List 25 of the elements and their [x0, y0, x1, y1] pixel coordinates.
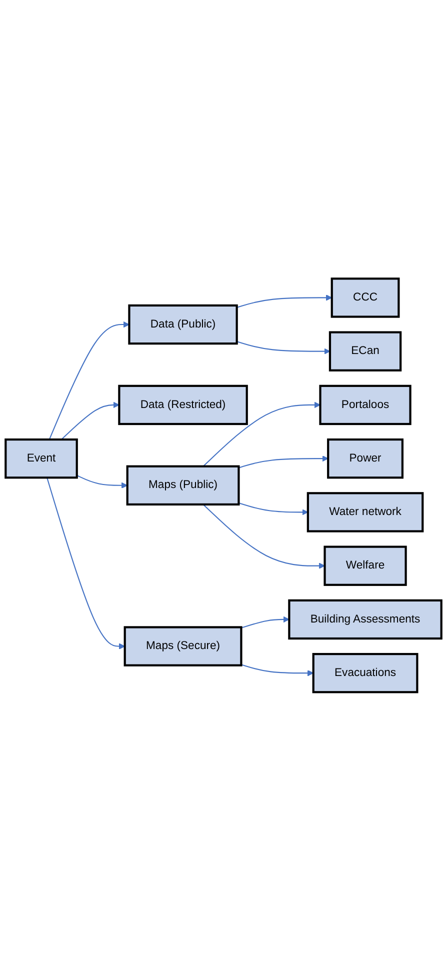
- node-box: CCC: [330, 278, 400, 318]
- node-box: ECan: [328, 331, 402, 372]
- arrow: [46, 478, 126, 650]
- arrow: [241, 616, 290, 629]
- arrow: [238, 502, 308, 516]
- node-box: Power: [327, 438, 404, 479]
- arrow: [236, 294, 332, 308]
- node-box: Building Assessments: [288, 599, 442, 640]
- node-box: Maps (Public): [126, 465, 240, 506]
- arrow: [61, 402, 120, 440]
- arrow: [202, 504, 326, 570]
- node-box: Evacuations: [312, 653, 418, 694]
- arrow: [76, 475, 128, 489]
- arrow: [241, 664, 314, 676]
- node-box: Data (Public): [128, 304, 238, 345]
- node-box: Event: [4, 438, 78, 479]
- node-box: Welfare: [324, 546, 407, 586]
- arrow: [238, 456, 328, 468]
- node-box: Maps (Secure): [124, 626, 242, 666]
- node-box: Water network: [306, 492, 424, 532]
- arrow: [202, 402, 321, 467]
- arrow: [236, 341, 330, 355]
- node-box: Portaloos: [319, 384, 412, 426]
- node-box: Data (Restricted): [118, 384, 248, 426]
- arrow: [48, 322, 130, 440]
